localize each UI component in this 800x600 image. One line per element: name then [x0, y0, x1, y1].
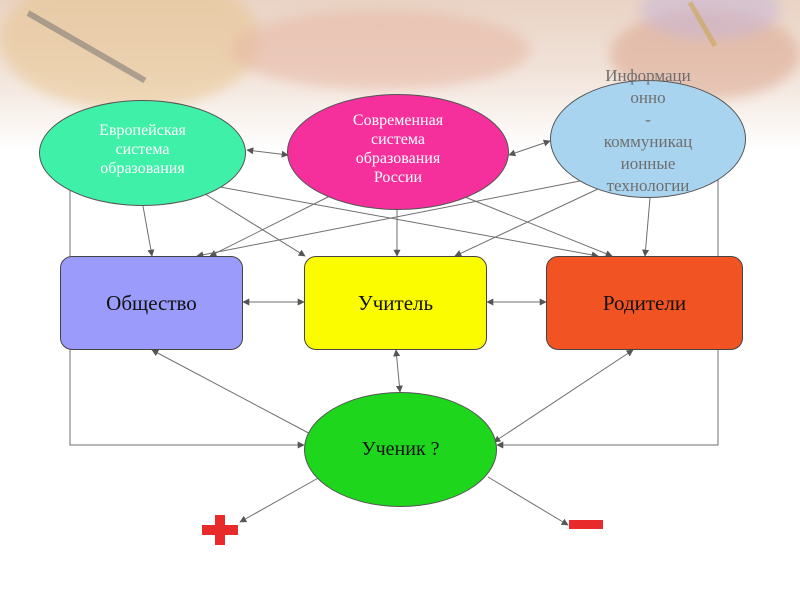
red-minus-icon [569, 520, 603, 529]
link-russia-ict [508, 139, 551, 157]
link-russia-society [209, 195, 331, 257]
link-eu-russia [246, 147, 289, 158]
photo-arm [230, 10, 530, 90]
link-ict-society [196, 179, 586, 259]
background-photo [0, 0, 800, 150]
node-teacher: Учитель [304, 256, 487, 350]
node-russian-education-system: Современная система образования России [287, 94, 509, 210]
red-plus-icon [202, 515, 238, 545]
node-society: Общество [60, 256, 243, 350]
node-ict: Информаци онно - коммуникац ионные техно… [550, 66, 746, 198]
link-ict-parents [642, 197, 651, 257]
node-teacher-label: Учитель [357, 290, 434, 315]
link-russia-parents [464, 196, 613, 257]
node-european-education-system-label: Европейская система образования [99, 121, 186, 177]
node-european-education-system: Европейская система образования [39, 100, 246, 206]
link-student-minus [487, 476, 569, 526]
node-parents: Родители [546, 256, 743, 350]
node-russian-education-system-label: Современная система образования России [352, 112, 444, 186]
node-parents-label: Родители [602, 290, 687, 315]
link-student-plus [239, 476, 321, 523]
link-eu-parents [219, 186, 599, 259]
node-society-label: Общество [106, 290, 197, 315]
link-eu-society [142, 205, 155, 257]
link-teacher-student [393, 349, 403, 393]
link-society-student [151, 349, 319, 439]
node-student: Ученик ? [304, 392, 497, 507]
node-ict-label: Информаци онно - коммуникац ионные техно… [603, 66, 693, 195]
link-ict-teacher [454, 187, 601, 257]
node-student-label: Ученик ? [361, 438, 440, 460]
link-eu-teacher [204, 193, 306, 257]
link-parents-student [493, 349, 634, 443]
